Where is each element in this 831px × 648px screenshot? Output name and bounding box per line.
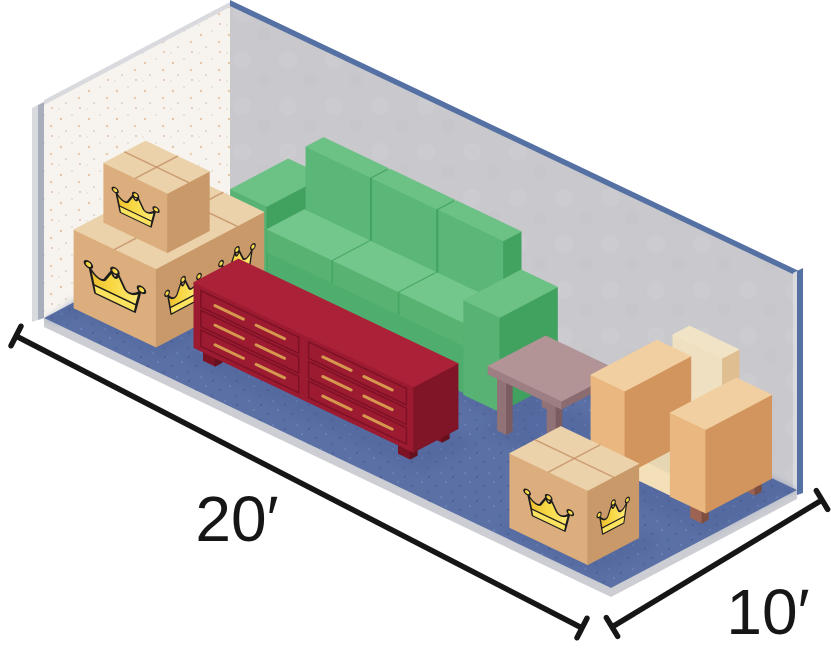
left-wall-top-trim <box>44 2 230 105</box>
dimension-20ft-label: 20′ <box>195 483 278 555</box>
left-wall-edge <box>32 105 38 322</box>
left-wall-edge-inner <box>38 102 44 320</box>
back-wall-right-trim <box>797 268 803 495</box>
back-wall-top-trim <box>230 0 799 277</box>
dresser <box>178 258 476 473</box>
furniture <box>62 137 785 576</box>
dimension-20ft <box>8 323 590 641</box>
dimension-10ft <box>603 487 831 640</box>
moving-box-small <box>103 140 211 254</box>
moving-box-single <box>498 426 662 576</box>
armchair <box>576 325 785 536</box>
back-wall-right-edge <box>793 271 797 494</box>
dimension-10ft-label: 10′ <box>726 576 809 648</box>
dimension-lines <box>8 323 831 641</box>
